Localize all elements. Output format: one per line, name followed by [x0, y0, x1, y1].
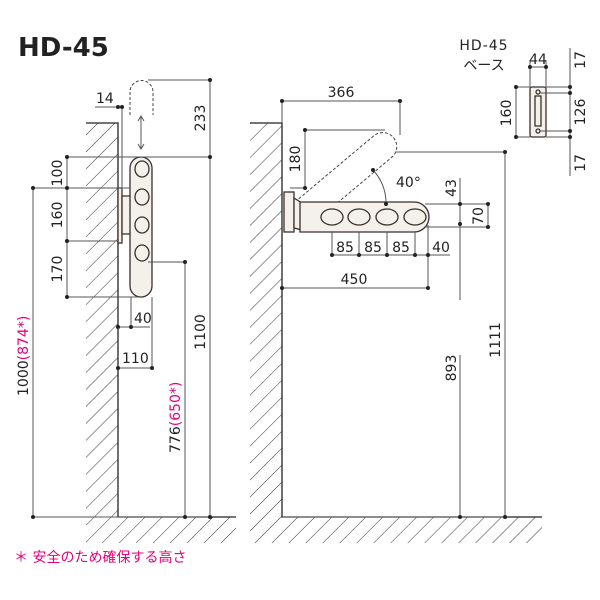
dim-pitch-4: 40 [432, 240, 450, 256]
footnote: ＊ 安全のため確保する高さ [14, 549, 186, 566]
dim-d2: 160 [50, 202, 66, 229]
dim-base-top: 17 [573, 51, 589, 69]
dim-base-width: 44 [529, 52, 547, 68]
left-wall [86, 122, 236, 543]
dim-bar-height-floor: 893 [444, 355, 460, 382]
dim-height-main: 1000(874*) [16, 316, 32, 396]
dim-depth-total: 110 [122, 351, 149, 367]
dim-d3: 170 [50, 256, 66, 283]
dim-d1: 100 [50, 160, 66, 187]
dim-raised-rise: 180 [288, 146, 304, 173]
product-title: HD-45 [18, 33, 109, 63]
dim-angle: 40° [396, 175, 421, 191]
dim-depth-folded: 40 [134, 311, 152, 327]
dim-pitch-1: 85 [336, 240, 354, 256]
side-view-hanger [117, 80, 154, 298]
base-label: ベース [463, 58, 504, 74]
side-view-dimensions: 14 233 100 160 170 40 110 1100 1000(874*… [16, 78, 212, 519]
dim-pitch-3: 85 [392, 240, 410, 256]
right-wall [250, 122, 542, 543]
dim-wall-offset: 14 [96, 91, 114, 107]
dim-lower-height: 776(650*) [168, 382, 184, 453]
base-plate-detail: HD-45 ベース 44 160 17 126 17 [459, 38, 589, 176]
dim-raised-height: 1111 [488, 322, 504, 358]
dim-total-height: 1100 [193, 314, 209, 350]
dim-length: 450 [341, 272, 368, 288]
dim-pitch-2: 85 [364, 240, 382, 256]
dim-raised-reach: 366 [328, 85, 355, 101]
dim-fold-up: 233 [193, 105, 209, 132]
front-view-dimensions: 366 180 40° 43 70 85 85 85 40 450 893 11… [280, 85, 507, 519]
dim-base-pitch: 126 [573, 99, 589, 126]
dim-offset: 43 [444, 179, 460, 197]
dim-base-bottom: 17 [573, 154, 589, 172]
dim-bar-height: 70 [471, 207, 487, 225]
front-view-hanger [283, 132, 430, 233]
base-model: HD-45 [459, 38, 508, 54]
dim-base-height: 160 [499, 100, 515, 127]
